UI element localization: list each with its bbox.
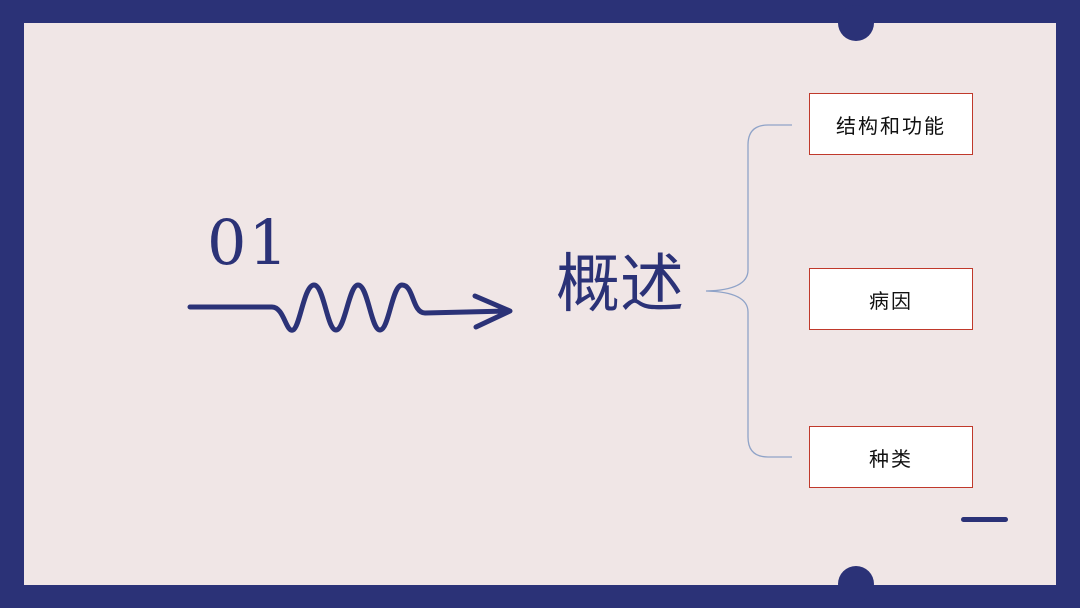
topic-label: 结构和功能 [836, 113, 946, 138]
wavy-arrow-icon [187, 282, 513, 333]
decorative-dot-top [838, 5, 874, 41]
decorative-dash [961, 517, 1008, 522]
section-title: 概述 [556, 248, 684, 322]
topic-box-types[interactable]: 种类 [809, 426, 973, 488]
decorative-dot-bottom [838, 566, 874, 602]
topic-box-etiology[interactable]: 病因 [809, 268, 973, 330]
topic-label: 种类 [869, 446, 913, 471]
section-number: 01 [207, 206, 290, 279]
topic-box-structure-function[interactable]: 结构和功能 [809, 93, 973, 155]
topic-label: 病因 [869, 288, 913, 313]
topic-bracket [705, 124, 792, 458]
